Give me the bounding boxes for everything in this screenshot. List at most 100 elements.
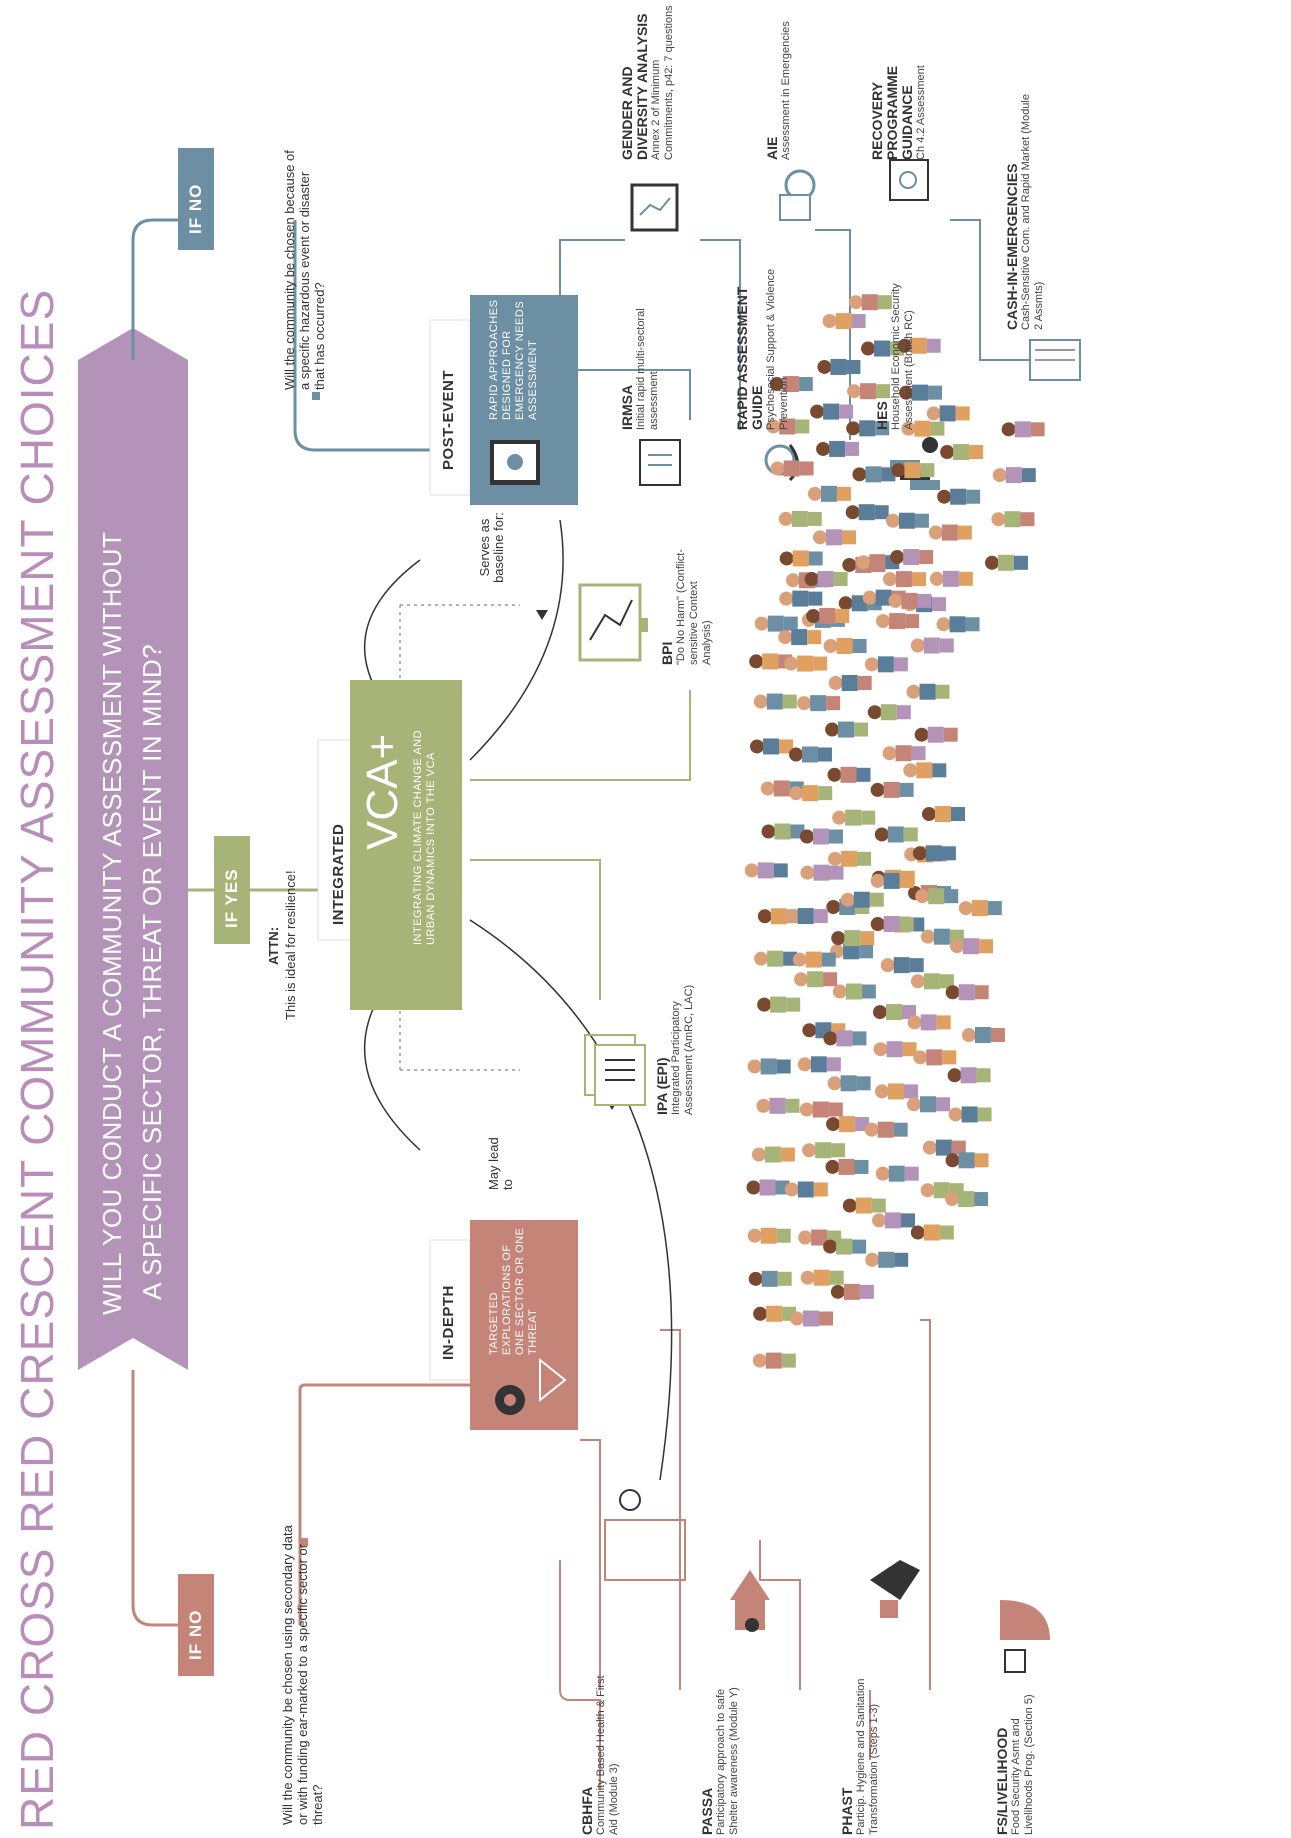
person-figure — [831, 930, 875, 947]
person-figure — [752, 1352, 796, 1369]
person-figure — [754, 950, 798, 967]
person-figure — [912, 845, 956, 862]
person-figure — [880, 957, 924, 974]
person-figure — [910, 1224, 954, 1241]
left-question: Will the community be chosen using secon… — [280, 1525, 325, 1825]
person-figure — [784, 1181, 828, 1198]
person-figure — [826, 1116, 870, 1133]
person-figure — [852, 466, 896, 483]
person-figure — [747, 1058, 791, 1075]
person-figure — [807, 485, 851, 502]
tool-name: FS/LIVELIHOOD — [994, 1727, 1010, 1835]
person-figure — [907, 1014, 951, 1031]
tool-desc: Integrated Participatory Assessment (AmR… — [670, 984, 695, 1115]
tool-aie: AIE Assessment in Emergencies — [764, 0, 793, 160]
person-figure — [929, 570, 973, 587]
post-event-text: RAPID APPROACHES DESIGNED FOR EMERGENCY … — [488, 299, 539, 420]
person-figure — [891, 462, 935, 479]
person-figure — [825, 1158, 869, 1175]
person-figure — [845, 504, 889, 521]
person-figure — [748, 1270, 792, 1287]
attn-text: This is ideal for resilience! — [283, 870, 298, 1020]
if-no-right-badge — [178, 148, 214, 250]
person-figure — [817, 358, 861, 375]
documents-icon — [584, 1034, 646, 1106]
monitor-chart-icon — [578, 583, 648, 662]
tool-name: PHAST — [839, 1787, 855, 1835]
tool-desc: Cash-Sensitive Com. and Rapid Market (Mo… — [1020, 94, 1045, 330]
person-figure — [747, 1227, 791, 1244]
person-figure — [947, 1067, 991, 1084]
person-figure — [847, 383, 891, 400]
person-figure — [920, 928, 964, 945]
person-figure — [790, 1310, 834, 1327]
person-figure — [828, 675, 872, 692]
person-figure — [810, 403, 854, 420]
person-figure — [940, 444, 984, 461]
monitor-icon — [630, 183, 679, 232]
person-figure — [984, 554, 1028, 571]
person-figure — [950, 938, 994, 955]
person-figure — [872, 1212, 916, 1229]
person-figure — [901, 420, 945, 437]
in-depth-text: TARGETED EXPLORATIONS OF ONE SECTOR OR O… — [488, 1227, 539, 1355]
person-figure — [799, 828, 843, 845]
cash-icon — [1029, 339, 1081, 381]
person-figure — [840, 891, 884, 908]
attn-heading: ATTN: — [266, 926, 281, 965]
house-icon — [730, 1570, 770, 1632]
tool-name: CASH-IN-EMERGENCIES — [1004, 163, 1020, 330]
tool-desc: Ch 4.2 Assessment — [915, 65, 927, 160]
person-figure — [870, 781, 914, 798]
person-figure — [899, 384, 943, 401]
person-figure — [948, 1106, 992, 1123]
in-depth-label: IN-DEPTH — [440, 1285, 457, 1360]
person-figure — [936, 616, 980, 633]
person-figure — [1001, 421, 1045, 438]
tool-name: IPA (EPI) — [654, 1057, 670, 1115]
person-figure — [913, 1049, 957, 1066]
person-figure — [784, 655, 828, 672]
person-figure — [870, 916, 914, 933]
person-figure — [915, 888, 959, 905]
tool-desc: Initial rapid multi-sectoral assessment — [635, 308, 660, 430]
person-figure — [922, 1139, 966, 1156]
person-figure — [872, 1004, 916, 1021]
serves-as-baseline: Serves as baseline for: — [477, 512, 506, 583]
page-title: RED CROSS RED CRESCENT COMMUNITY ASSESSM… — [11, 288, 63, 1830]
person-figure — [842, 1197, 886, 1214]
tool-desc: Annex 2 of Minimum Commitments, p42: 7 q… — [650, 5, 675, 160]
post-event-label: POST-EVENT — [440, 369, 457, 470]
person-figure — [910, 973, 954, 990]
person-figure — [798, 1229, 842, 1246]
person-figure — [766, 418, 810, 435]
person-figure — [800, 864, 844, 881]
person-figure — [937, 488, 981, 505]
person-figure — [816, 440, 860, 457]
person-figure — [875, 1083, 919, 1100]
tool-gender-diversity: GENDER AND DIVERSITY ANALYSIS Annex 2 of… — [619, 0, 676, 160]
integrated-text: INTEGRATING CLIMATE CHANGE AND URBAN DYN… — [412, 729, 437, 945]
person-figure — [827, 766, 871, 783]
person-figure — [926, 405, 970, 422]
person-figure — [865, 1251, 909, 1268]
person-figure — [890, 549, 934, 566]
tool-fs-livelihood: FS/LIVELIHOOD Food Security Asmt and Liv… — [994, 1665, 1036, 1835]
person-figure — [882, 745, 926, 762]
person-figure — [825, 721, 869, 738]
person-figure — [753, 1305, 797, 1322]
person-figure — [991, 511, 1035, 528]
tool-desc: Community Based Health & First Aid (Modu… — [595, 1675, 620, 1835]
person-figure — [753, 693, 797, 710]
person-figure — [882, 571, 926, 588]
person-figure — [804, 571, 848, 588]
tool-name: BPI — [659, 641, 675, 665]
tool-name: HES — [874, 401, 890, 430]
target-pin-icon — [495, 1357, 567, 1415]
vca-plus-title: VCA+ — [358, 733, 407, 850]
person-figure — [750, 738, 794, 755]
tool-name: RECOVERY PROGRAMME GUIDANCE — [869, 65, 915, 160]
person-figure — [806, 607, 850, 624]
tool-bpi: BPI "Do No Harm" (Conflict-sensitive Con… — [659, 535, 714, 665]
